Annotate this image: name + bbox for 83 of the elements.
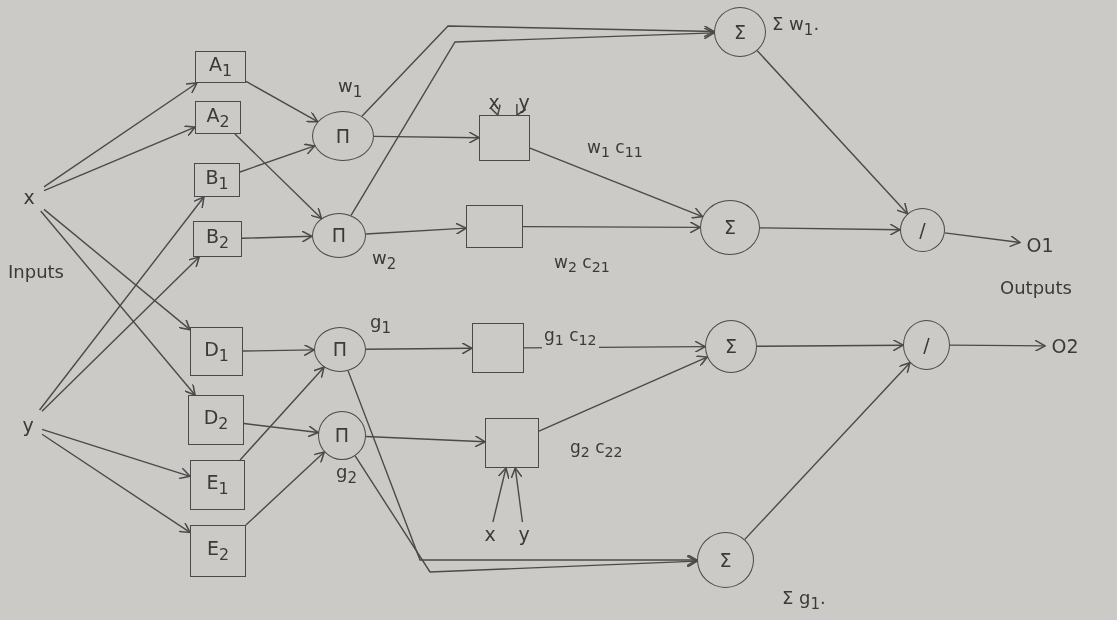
arrow (43, 125, 196, 192)
arrow (365, 342, 473, 355)
operator-symbol: Π (335, 126, 351, 146)
operator-symbol: E$_{2}$ (206, 539, 230, 563)
arrow (43, 82, 198, 188)
arrow (41, 256, 200, 412)
weight-label: w$_{2}$ (372, 248, 397, 273)
variable-label: x (14, 183, 44, 211)
arrow (759, 223, 901, 236)
weight-label: Σ w$_{1}$. (772, 14, 820, 39)
weight-label: w$_{1}$ (338, 76, 363, 101)
arrow (949, 339, 1046, 353)
membership-box (194, 163, 240, 197)
arrow (41, 428, 191, 480)
arrow (239, 143, 316, 173)
arrow (488, 103, 502, 116)
variable-label: y (14, 410, 42, 440)
operator-symbol: Σ (719, 550, 732, 570)
empty-box (485, 418, 539, 468)
membership-box (195, 51, 246, 83)
arrow (373, 131, 480, 144)
variable-label: y (514, 522, 534, 546)
variable-label: y (514, 90, 534, 114)
operator-symbol: Σ (734, 22, 746, 42)
arrow (245, 451, 326, 526)
membership-box (190, 460, 245, 510)
arrow (347, 370, 698, 567)
arrow (361, 25, 715, 117)
operator-symbol: / (919, 220, 926, 240)
arrow (40, 210, 196, 396)
layer-caption: Outputs (1000, 278, 1072, 298)
operator-symbol: B$_{1}$ (205, 168, 229, 192)
membership-box (195, 101, 241, 134)
arrow (354, 455, 698, 573)
arrow (538, 355, 708, 432)
arrow (756, 339, 904, 352)
variable-label: x (480, 522, 500, 546)
operator-symbol: Π (332, 340, 348, 359)
membership-box (190, 525, 246, 577)
arrow (243, 422, 319, 438)
arrow (241, 230, 313, 243)
operator-symbol: / (923, 335, 930, 355)
layer-caption: Inputs (8, 262, 64, 282)
operator-symbol: E$_{1}$ (206, 473, 229, 497)
arrow (522, 221, 701, 234)
arrow (529, 147, 704, 219)
arrow (350, 27, 715, 217)
arrow (38, 196, 205, 411)
arrow (239, 366, 325, 461)
arrow (245, 80, 319, 123)
operator-symbol: Π (334, 426, 350, 445)
operator-symbol: D$_{1}$ (204, 339, 229, 364)
arrow (516, 102, 528, 116)
membership-box (188, 395, 244, 445)
weight-label: g$_{2}$ (336, 462, 357, 487)
arrow (744, 361, 911, 541)
arrow (41, 433, 191, 534)
operator-symbol: A$_{1}$ (208, 55, 233, 79)
empty-box (466, 205, 523, 248)
operator-symbol: Π (331, 226, 347, 245)
operator-symbol: D$_{2}$ (203, 408, 229, 432)
empty-box (472, 323, 524, 373)
arrow (365, 222, 467, 235)
operator-symbol: B$_{2}$ (205, 227, 230, 251)
variable-label: O1 (1020, 231, 1060, 259)
arrow (43, 208, 191, 331)
arrow (492, 467, 510, 523)
arrow (510, 467, 524, 523)
variable-label: O2 (1045, 332, 1085, 360)
arrow (234, 133, 323, 220)
empty-box (479, 115, 530, 161)
operator-symbol: A$_{2}$ (206, 105, 230, 130)
arrow (242, 343, 315, 357)
membership-box (190, 327, 243, 376)
arrow (756, 50, 909, 215)
arrow (944, 232, 1021, 248)
operator-symbol: Σ (725, 337, 737, 356)
weight-label: g$_{1}$ (370, 312, 391, 337)
membership-box (193, 221, 242, 257)
weight-label: Σ g$_{1}$. (782, 588, 826, 613)
arrow (365, 435, 486, 448)
operator-symbol: Σ (724, 218, 736, 237)
variable-label: x (484, 90, 504, 114)
